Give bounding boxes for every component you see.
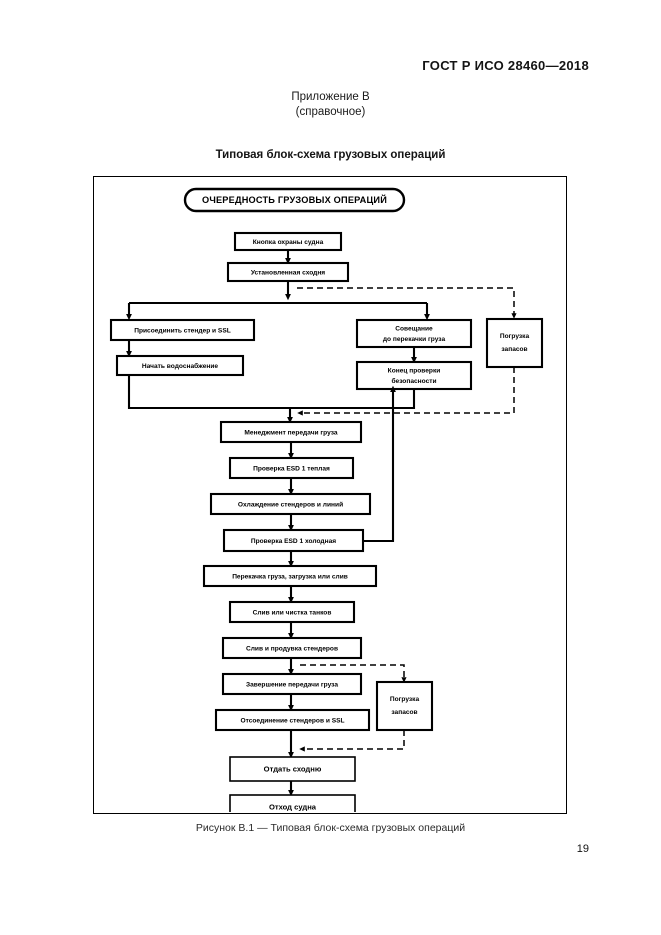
node-label-n07-line2: запасов xyxy=(501,346,527,353)
node-box-n07 xyxy=(485,317,544,369)
link-n11-n06-feedback xyxy=(363,385,396,543)
link-n02-n07-dashed xyxy=(297,287,517,319)
figure-caption: Рисунок В.1 — Типовая блок-схема грузовы… xyxy=(195,822,466,834)
node-label-n11: Проверка ESD 1 холодная xyxy=(251,538,336,545)
node-label-n01: Кнопка охраны судна xyxy=(253,239,324,246)
standard-header: ГОСТ Р ИСО 28460—2018 xyxy=(422,58,589,73)
node-box-n18 xyxy=(229,756,356,782)
page-number: 19 xyxy=(576,843,589,855)
node-label-n08: Менеджмент передачи груза xyxy=(244,429,337,436)
node-label-n04: Начать водоснабжение xyxy=(142,362,219,370)
figure-title: Типовая блок-схема грузовых операций xyxy=(215,149,446,161)
banner-box xyxy=(183,187,406,213)
node-label-n10: Охлаждение стендеров и линий xyxy=(238,500,343,508)
node-label-n13: Слив или чистка танков xyxy=(253,609,332,616)
node-label-n18: Отдать сходню xyxy=(264,765,322,774)
banner-label: ОЧЕРЕДНОСТЬ ГРУЗОВЫХ ОПЕРАЦИЙ xyxy=(202,194,387,205)
link-n16-merge-dashed xyxy=(299,730,405,752)
node-box-n17 xyxy=(214,708,371,732)
node-box-n06 xyxy=(355,360,473,391)
node-box-n19 xyxy=(229,794,356,812)
link-n06-merge xyxy=(290,389,416,410)
node-label-n02: Установленная сходня xyxy=(251,269,325,276)
annex-heading: Приложение В (справочное) xyxy=(0,90,661,120)
flowchart-svg: ОЧЕРЕДНОСТЬ ГРУЗОВЫХ ОПЕРАЦИЙ Кнопка охр… xyxy=(109,187,544,812)
node-box-n04 xyxy=(115,354,245,377)
link-n07-merge-dashed xyxy=(297,367,515,416)
node-label-n12: Перекачка груза, загрузка или слив xyxy=(232,573,348,580)
flowchart-frame: ОЧЕРЕДНОСТЬ ГРУЗОВЫХ ОПЕРАЦИЙ Кнопка охр… xyxy=(93,176,567,814)
node-label-n06-line2: безопасности xyxy=(391,377,436,385)
node-box-n03 xyxy=(109,318,256,342)
node-label-n14: Слив и продувка стендеров xyxy=(246,645,338,652)
node-label-n07-line1: Погрузка xyxy=(500,333,530,340)
node-label-n16-line2: запасов xyxy=(391,709,417,716)
node-label-n03: Присоединить стендер и SSL xyxy=(134,327,231,334)
node-box-n05 xyxy=(355,318,473,349)
node-label-n16-line1: Погрузка xyxy=(390,696,420,703)
link-n14-n16-dashed xyxy=(300,664,407,683)
node-label-n09: Проверка ESD 1 теплая xyxy=(253,465,330,472)
annex-label: Приложение В xyxy=(291,91,370,103)
annex-type: (справочное) xyxy=(295,106,366,118)
node-label-n19: Отход судна xyxy=(269,803,317,812)
node-label-n17: Отсоединение стендеров и SSL xyxy=(240,717,344,724)
node-label-n05-line2: до перекачки груза xyxy=(383,336,446,343)
node-box-n16 xyxy=(375,680,434,732)
node-label-n05-line1: Совещание xyxy=(395,325,433,332)
link-n04-merge xyxy=(127,375,290,410)
node-label-n06-line1: Конец проверки xyxy=(388,367,441,374)
node-label-n15: Завершение передачи груза xyxy=(246,681,338,688)
